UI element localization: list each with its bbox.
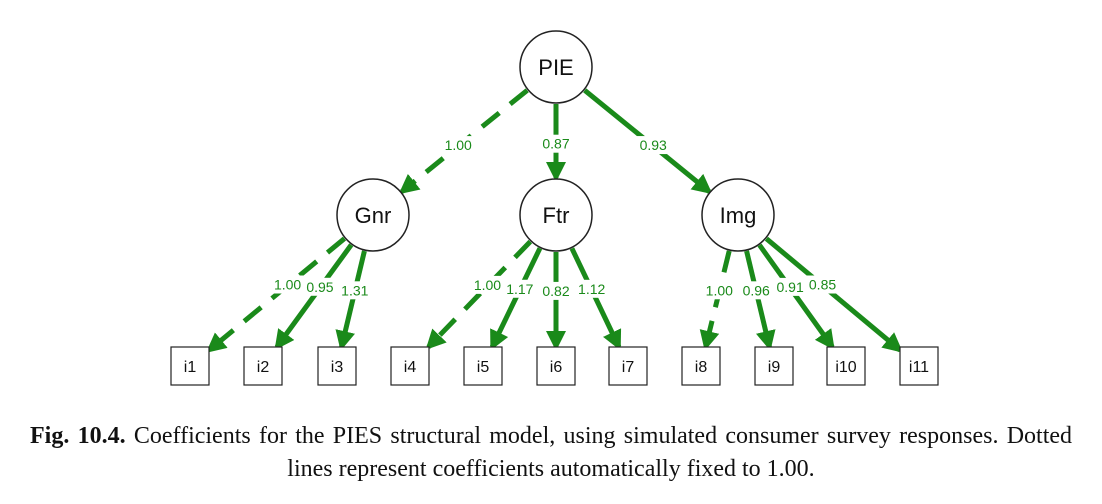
svg-text:0.96: 0.96 — [743, 282, 770, 298]
pies-structural-diagram: 1.00 0.87 0.93 1.00 0.95 1.31 1.00 1.17 0.82 1.12… — [170, 30, 939, 386]
svg-text:0.82: 0.82 — [542, 283, 569, 299]
svg-text:1.17: 1.17 — [506, 281, 533, 297]
figure-label: Fig. 10.4. — [30, 423, 126, 449]
path-gnr-i2 — [274, 243, 354, 351]
svg-text:0.91: 0.91 — [777, 279, 804, 295]
path-img-i11 — [764, 236, 904, 353]
svg-text:i4: i4 — [404, 359, 417, 376]
svg-text:1.00: 1.00 — [474, 277, 501, 293]
svg-text:i1: i1 — [184, 359, 197, 376]
coef-label-ftr-i7: 1.12 — [574, 279, 609, 298]
svg-text:Ftr: Ftr — [543, 203, 570, 228]
figure-caption: Fig. 10.4. Coefficients for the PIES str… — [30, 420, 1072, 486]
coef-label-gnr-i2: 0.95 — [302, 277, 337, 296]
item-node-i1: i1 — [170, 346, 210, 386]
svg-text:Gnr: Gnr — [355, 203, 392, 228]
svg-text:PIE: PIE — [538, 55, 573, 80]
item-node-i4: i4 — [390, 346, 430, 386]
item-node-i9: i9 — [754, 346, 794, 386]
path-gnr-i1 — [205, 236, 347, 353]
svg-text:0.95: 0.95 — [306, 279, 333, 295]
coef-label-gnr-i3: 1.31 — [337, 281, 372, 300]
svg-text:0.85: 0.85 — [809, 277, 836, 293]
coef-label-pie-gnr: 1.00 — [441, 136, 476, 155]
coef-label-img-i11: 0.85 — [805, 275, 840, 294]
caption-text: Coefficients for the PIES structural mod… — [133, 423, 1073, 482]
svg-text:i11: i11 — [909, 359, 929, 376]
svg-text:i9: i9 — [768, 359, 781, 376]
svg-text:1.12: 1.12 — [578, 281, 605, 297]
item-node-i6: i6 — [536, 346, 576, 386]
item-node-i8: i8 — [681, 346, 721, 386]
svg-text:1.00: 1.00 — [445, 137, 472, 153]
coef-label-gnr-i1: 1.00 — [270, 275, 305, 294]
latent-node-gnr: Gnr — [336, 178, 410, 252]
coef-label-ftr-i6: 0.82 — [539, 281, 573, 300]
svg-text:i7: i7 — [622, 359, 635, 376]
svg-text:1.00: 1.00 — [274, 276, 301, 292]
latent-node-img: Img — [701, 178, 775, 252]
svg-text:i8: i8 — [695, 359, 708, 376]
coef-label-img-i9: 0.96 — [739, 281, 774, 300]
latent-node-pie: PIE — [519, 30, 593, 104]
item-node-i5: i5 — [463, 346, 503, 386]
svg-text:1.31: 1.31 — [341, 282, 368, 298]
svg-text:i6: i6 — [550, 359, 563, 376]
coef-label-ftr-i5: 1.17 — [502, 279, 537, 298]
svg-text:i3: i3 — [331, 359, 344, 376]
coef-label-img-i8: 1.00 — [702, 281, 737, 300]
item-node-i10: i10 — [826, 346, 866, 386]
svg-text:0.87: 0.87 — [542, 136, 569, 152]
svg-text:i2: i2 — [257, 359, 270, 376]
coef-label-pie-img: 0.93 — [636, 136, 671, 155]
item-node-i3: i3 — [317, 346, 357, 386]
coef-label-img-i10: 0.91 — [773, 277, 808, 296]
latent-node-ftr: Ftr — [519, 178, 593, 252]
path-ftr-i4 — [425, 239, 533, 350]
svg-text:0.93: 0.93 — [640, 137, 667, 153]
svg-text:1.00: 1.00 — [706, 282, 733, 298]
item-node-i11: i11 — [899, 346, 939, 386]
svg-text:Img: Img — [720, 203, 757, 228]
svg-text:i5: i5 — [477, 359, 490, 376]
item-node-i7: i7 — [608, 346, 648, 386]
item-node-i2: i2 — [243, 346, 283, 386]
path-img-i10 — [757, 243, 835, 351]
coef-label-pie-ftr: 0.87 — [539, 134, 573, 153]
coef-label-ftr-i4: 1.00 — [470, 275, 505, 294]
svg-text:i10: i10 — [835, 359, 856, 376]
